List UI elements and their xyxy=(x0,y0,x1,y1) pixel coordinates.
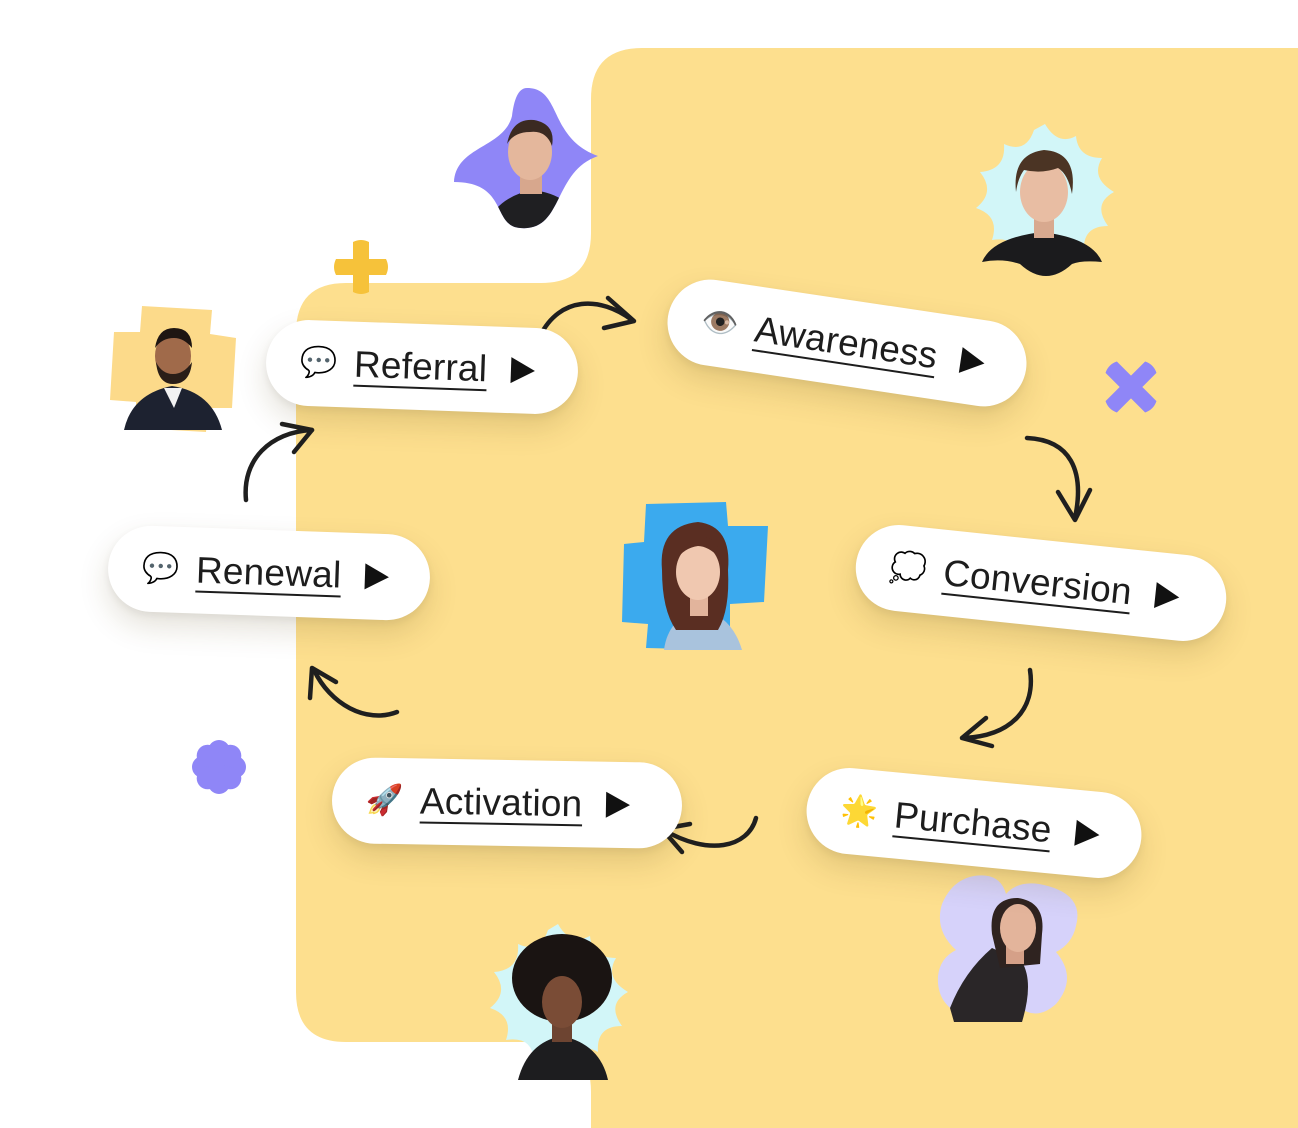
arrowhead-conversion-to-purchase xyxy=(959,715,995,749)
stage-label: Activation xyxy=(419,780,583,825)
purple-flower-icon xyxy=(192,740,246,794)
avatar-woman-cyan-flower xyxy=(490,924,628,1080)
purple-flower-shape xyxy=(192,740,246,794)
play-icon[interactable] xyxy=(1154,582,1181,611)
stage-renewal[interactable]: 💬 Renewal xyxy=(106,524,432,622)
arrowhead-referral-to-awareness xyxy=(601,295,637,331)
arrow-purchase-to-activation xyxy=(661,815,759,848)
stage-label: Referral xyxy=(353,343,488,390)
speech-bubble-icon: 💬 xyxy=(141,551,181,586)
play-icon[interactable] xyxy=(606,791,631,819)
purple-x-icon xyxy=(1105,361,1157,413)
stage-activation[interactable]: 🚀 Activation xyxy=(331,756,683,850)
glowing-star-icon: 🌟 xyxy=(839,793,880,830)
play-icon[interactable] xyxy=(958,347,987,377)
person-photo xyxy=(661,522,742,650)
yellow-plus-icon xyxy=(334,240,388,294)
play-icon[interactable] xyxy=(364,563,390,591)
play-icon[interactable] xyxy=(510,357,536,384)
arrow-conversion-to-purchase xyxy=(961,667,1034,741)
stage-referral[interactable]: 💬 Referral xyxy=(264,318,580,416)
arrow-activation-to-renewal xyxy=(311,667,400,718)
yellow-plus-shape xyxy=(334,240,388,294)
person-photo xyxy=(950,898,1043,1022)
stage-label: Conversion xyxy=(941,551,1134,613)
avatar-man-purple-star xyxy=(454,88,598,229)
arrowhead-renewal-to-referral xyxy=(279,421,315,455)
play-icon[interactable] xyxy=(1074,819,1101,849)
stage-label: Purchase xyxy=(892,794,1054,851)
arrowhead-activation-to-renewal xyxy=(307,665,339,701)
person-photo xyxy=(512,934,612,1080)
person-photo xyxy=(982,150,1102,276)
avatar-man-cyan-flower xyxy=(976,124,1114,276)
avatar-woman-lavender-blob xyxy=(937,875,1078,1022)
arrow-group xyxy=(243,295,1093,855)
thought-bubble-icon: 💭 xyxy=(888,550,929,587)
arrow-referral-to-awareness xyxy=(537,301,635,339)
stage-label: Renewal xyxy=(195,549,343,596)
arrow-renewal-to-referral xyxy=(243,427,315,503)
avatar-man-yellow-cross xyxy=(110,306,236,432)
stage-label: Awareness xyxy=(752,308,941,377)
arrow-awareness-to-conversion xyxy=(1024,435,1081,521)
avatar-woman-blue-cross xyxy=(622,502,768,650)
speech-bubble-icon: 💬 xyxy=(299,345,339,381)
eye-in-speech-bubble-icon: 👁️ xyxy=(699,304,742,343)
rocket-icon: 🚀 xyxy=(365,783,404,818)
person-photo xyxy=(124,328,222,430)
purple-x-shape xyxy=(1105,361,1157,413)
arrowhead-awareness-to-conversion xyxy=(1055,487,1093,523)
